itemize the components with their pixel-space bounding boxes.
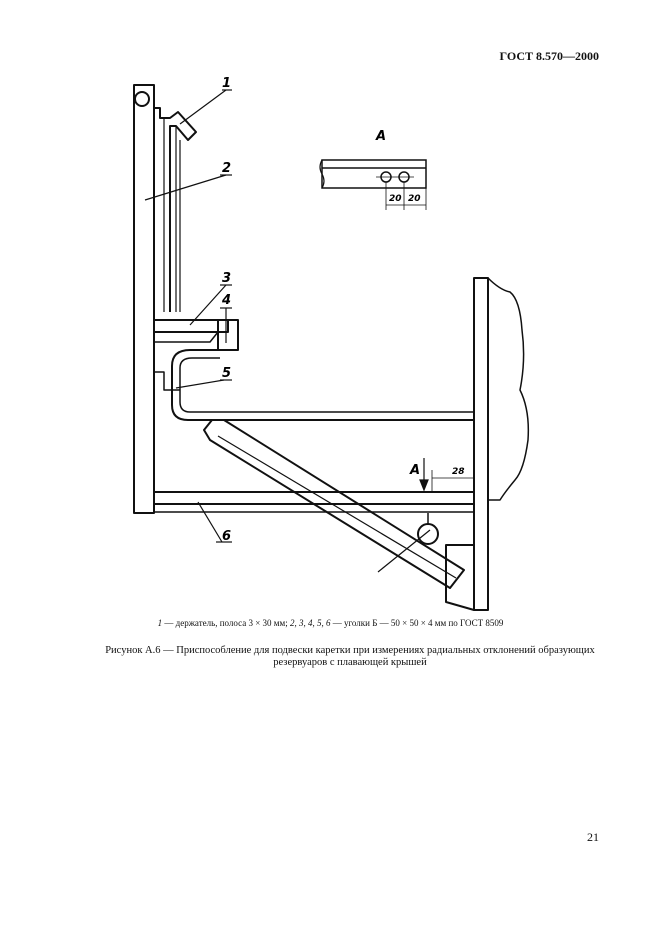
callout-1: 1 [222,76,231,91]
tank-wall-break [487,277,530,501]
leader-1 [179,89,227,125]
figure-caption: Рисунок А.6 — Приспособление для подвеск… [90,645,610,669]
dimension-28: 28 [452,467,465,477]
support-roller [417,523,439,545]
dimension-20-right: 20 [408,194,421,204]
diagonal-brace [203,419,465,589]
legend-part1-num: 1 [157,618,163,628]
page-number: 21 [587,830,599,844]
view-a-break [319,159,325,189]
vertical-post [133,84,155,514]
leader-2 [144,174,227,201]
caption-line-2: резервуаров с плавающей крышей [273,657,427,668]
leader-5 [175,379,225,389]
callout-2: 2 [222,161,231,176]
dimension-20-left: 20 [389,194,402,204]
right-wall [473,277,489,611]
diagonal-brace-inner [217,435,457,579]
arrow-a-label: А [409,463,420,478]
bent-bracket-part-5-inner [179,357,474,413]
small-clip [154,371,180,391]
angle-part-4-lip [154,331,219,343]
legend-part1-text: — держатель, полоса 3 × 30 мм; [162,618,290,628]
arrow-a-head [419,479,429,492]
leader-6 [197,501,223,543]
caption-line-1: Рисунок А.6 — Приспособление для подвеск… [105,645,595,656]
view-a-label: А [375,129,386,144]
callout-6: 6 [222,529,231,544]
leader-3 [189,284,227,326]
technical-drawing: 1 2 3 4 5 6 А 20 20 А 28 [133,76,530,611]
legend-parts-nums: 2, 3, 4, 5, 6 [289,618,331,628]
callout-3: 3 [222,271,231,286]
top-pivot-circle [134,91,150,107]
view-a-angle [321,159,427,189]
callout-5: 5 [222,366,231,381]
figure-legend: 1 — держатель, полоса 3 × 30 мм; 2, 3, 4… [0,618,661,628]
wall-bracket [445,544,475,611]
callout-4: 4 [221,293,231,308]
document-header: ГОСТ 8.570—2000 [499,49,600,63]
legend-parts-text: — уголки Б — 50 × 50 × 4 мм по ГОСТ 8509 [330,618,504,628]
holder-strip [154,107,197,312]
cross-leader [377,529,431,573]
angle-part-3 [153,319,229,333]
bent-bracket-part-5 [171,349,474,421]
